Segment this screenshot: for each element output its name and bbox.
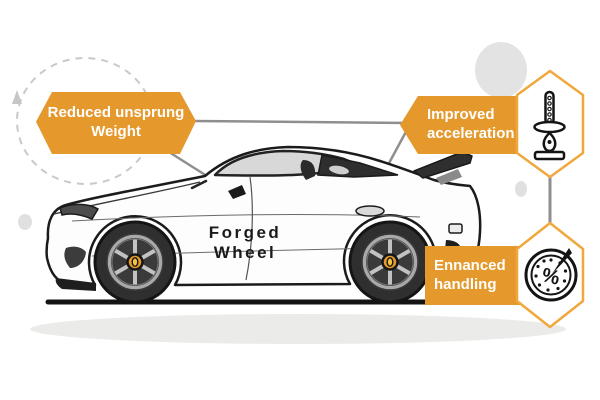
side-mirror-icon (228, 185, 246, 199)
label-enhanced-handling: Ennanced handling (425, 246, 531, 305)
banner-line: Weight (91, 123, 141, 140)
front-wheel (93, 220, 177, 304)
taillight (448, 223, 463, 234)
speedometer-percent-icon: % (524, 248, 578, 302)
banner-line: handling (434, 275, 497, 293)
banner-line: Reduced unsprung (47, 104, 185, 122)
spoiler-support (436, 169, 462, 185)
label-improved-acceleration: Improved acceleration (400, 96, 538, 154)
sword-icon (533, 90, 566, 161)
banner-line: acceleration (427, 125, 515, 142)
gauge-needle (552, 248, 572, 274)
window-reflection (329, 165, 349, 175)
headlight (59, 203, 100, 220)
rear-wheel (348, 220, 432, 304)
banner-line: Ennanced (434, 256, 506, 274)
sports-car: Forged Wheel (45, 145, 482, 304)
arrow-up-icon (12, 90, 22, 104)
front-splitter (55, 278, 96, 291)
banner-line: Improved (427, 106, 495, 124)
decor-dot (18, 214, 32, 230)
decor-dot (475, 42, 527, 98)
front-intake (64, 246, 86, 268)
svg-text:Forged: Forged (209, 223, 282, 242)
percent-glyph: % (539, 264, 562, 290)
door-handle (355, 205, 385, 217)
decor-dot (515, 181, 527, 197)
door-seam (245, 176, 253, 281)
svg-text:Wheel: Wheel (214, 243, 277, 262)
seat-headrest (300, 160, 316, 180)
label-reduced-unsprung-weight: Reduced unsprung Weight (36, 92, 196, 154)
car-label: Forged Wheel (209, 223, 282, 262)
ground-shadow (30, 314, 566, 344)
wiper (190, 179, 208, 190)
rear-spoiler (413, 151, 473, 179)
